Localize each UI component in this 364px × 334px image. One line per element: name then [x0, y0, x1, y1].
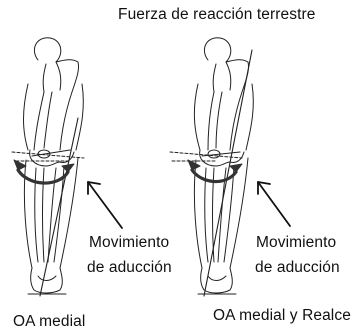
left-force-line: [39, 117, 79, 297]
left-moment-label-line2: de aducción: [87, 259, 172, 276]
right-caption: OA medial y Realce: [213, 307, 351, 324]
right-pointer-arrow: [257, 181, 291, 227]
right-leg-skeleton: [193, 37, 254, 295]
right-moment-label-line1: Movimiento: [256, 234, 337, 251]
right-moment-arrow: [190, 168, 238, 184]
left-alignment-dashes: [11, 151, 85, 162]
force-title: Fuerza de reacción terrestre: [118, 6, 316, 23]
left-leg-skeleton: [23, 37, 84, 295]
left-caption: OA medial: [13, 313, 86, 330]
left-moment-arrow: [16, 168, 70, 185]
right-force-line: [203, 49, 253, 297]
left-moment-label-line1: Movimiento: [89, 234, 170, 251]
right-moment-label-line2: de aducción: [255, 259, 340, 276]
left-pointer-arrow: [87, 181, 123, 229]
right-alignment-dashes: [169, 151, 243, 162]
